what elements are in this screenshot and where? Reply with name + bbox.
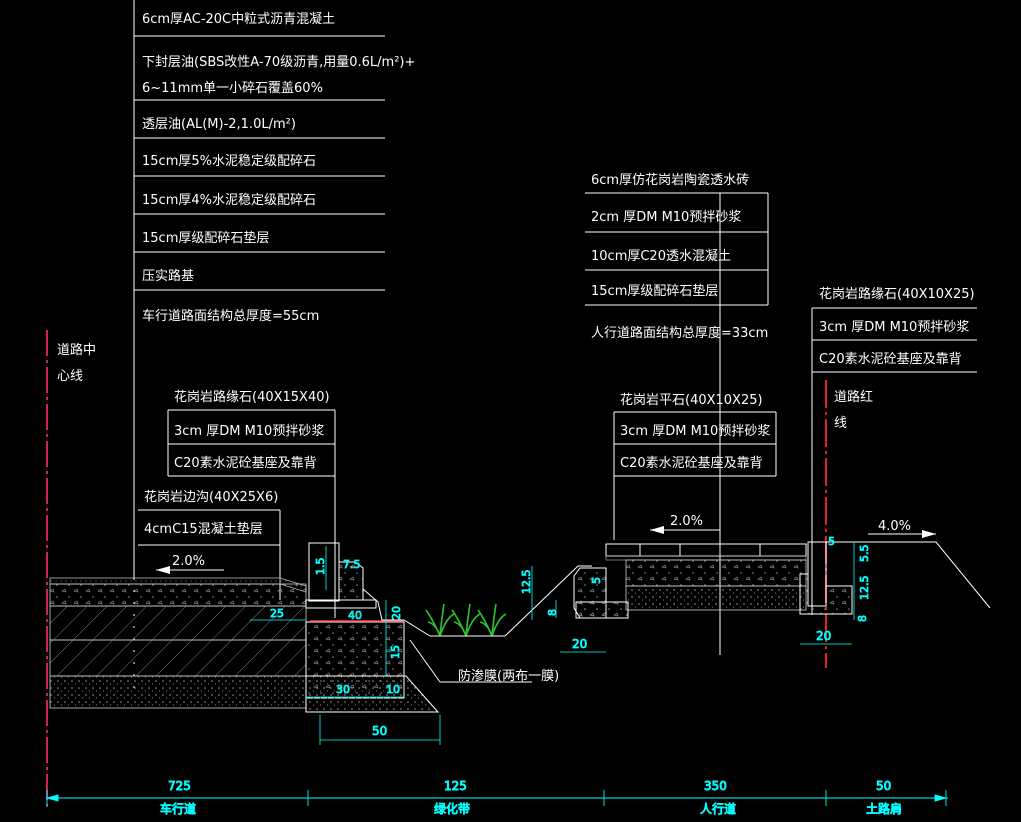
paver-1: 花岗岩平石(40X10X25) [620, 392, 763, 408]
asphalt-layer [49, 577, 281, 585]
permeable-brick [605, 543, 807, 557]
curb-backing [338, 561, 364, 601]
membrane-leader [409, 639, 441, 683]
gutter-2: 4cmC15混凝土垫层 [144, 521, 263, 537]
right-curb-2: 3cm 厚DM M10预拌砂浆 [819, 320, 969, 335]
plant-icon [477, 603, 507, 637]
road-pavement-section [49, 577, 307, 709]
dim-15v: 15 [389, 645, 402, 659]
center-line-label-2: 心线 [57, 369, 83, 384]
dim-50: 50 [372, 724, 387, 738]
slope-arrows: 2.0% 2.0% 4.0% [156, 514, 936, 574]
center-line-label-1: 道路中 [57, 342, 96, 358]
plant-icon [425, 603, 455, 637]
dim-40: 40 [348, 609, 362, 622]
sidewalk-layer-2: 2cm 厚DM M10预拌砂浆 [591, 210, 741, 225]
sidewalk-gravel [625, 585, 807, 611]
sidewalk-total-thickness: 人行道路面结构总厚度=33cm [591, 325, 768, 341]
paver-table: 花岗岩平石(40X10X25) 3cm 厚DM M10预拌砂浆 C20素水泥砼基… [613, 392, 777, 540]
arrow-head [922, 530, 936, 538]
main-curb-2: 3cm 厚DM M10预拌砂浆 [174, 424, 324, 439]
main-curb-1: 花岗岩路缘石(40X15X40) [174, 389, 330, 405]
green-belt-slope [504, 565, 592, 637]
mortar-layer [605, 555, 807, 561]
road-layer-3: 透层油(AL(M)-2,1.0L/m²) [142, 117, 296, 132]
curb-stone [308, 542, 340, 602]
width-greenbelt: 125 [444, 779, 467, 793]
width-sidewalk: 350 [704, 779, 727, 793]
overall-dimension-line: 725 125 350 50 车行道 绿化带 人行道 土路肩 [45, 779, 948, 816]
label-greenbelt: 绿化带 [434, 801, 470, 816]
right-curb-base [799, 573, 853, 615]
dim-7-5: 7.5 [343, 558, 361, 571]
dim-1-5: 1.5 [314, 558, 327, 576]
road-layer-6: 15cm厚级配碎石垫层 [142, 230, 269, 246]
sidewalk-slope-label: 2.0% [670, 514, 703, 529]
road-total-thickness: 车行道路面结构总厚度=55cm [142, 308, 319, 324]
road-layer-5: 15cm厚4%水泥稳定级配碎石 [142, 192, 316, 208]
ground-line [362, 588, 431, 637]
dim-5-5: 5.5 [858, 545, 871, 563]
dim-5b: 5 [828, 535, 835, 548]
plant-icon [451, 603, 481, 637]
red-line-label-2: 线 [834, 416, 847, 431]
main-curb-table: 花岗岩路缘石(40X15X40) 3cm 厚DM M10预拌砂浆 C20素水泥砼… [167, 389, 336, 618]
paver-base [575, 601, 629, 619]
road-layer-2a: 下封层油(SBS改性A-70级沥青,用量0.6L/m²)+ [142, 55, 415, 70]
compacted-subgrade [49, 675, 307, 709]
planting-strip [425, 603, 507, 637]
road-layer-table: 6cm厚AC-20C中粒式沥青混凝土 下封层油(SBS改性A-70级沥青,用量0… [133, 0, 415, 578]
membrane-label: 防渗膜(两布一膜) [458, 668, 559, 684]
road-layer-4: 15cm厚5%水泥稳定级配碎石 [142, 153, 316, 169]
sidewalk-layer-3: 10cm厚C20透水混凝土 [591, 248, 731, 264]
paver-2: 3cm 厚DM M10预拌砂浆 [620, 424, 770, 439]
trench-slope [305, 675, 440, 713]
width-carriageway: 725 [168, 779, 191, 793]
road-layer-2b: 6~11mm单一小碎石覆盖60% [142, 81, 323, 96]
road-layer-7: 压实路基 [142, 268, 194, 284]
arrow-head [650, 526, 664, 534]
gutter-table: 花岗岩边沟(40X25X6) 4cmC15混凝土垫层 [138, 489, 281, 600]
sidewalk-layer-table: 6cm厚仿花岗岩陶瓷透水砖 2cm 厚DM M10预拌砂浆 10cm厚C20透水… [585, 172, 769, 655]
dim-8b: 8 [856, 615, 869, 622]
dim-30: 30 [336, 683, 350, 696]
road-layer-1: 6cm厚AC-20C中粒式沥青混凝土 [142, 11, 335, 27]
main-curb-3: C20素水泥砼基座及靠背 [174, 456, 317, 471]
gravel-subbase [49, 639, 307, 677]
right-curb-3: C20素水泥砼基座及靠背 [819, 352, 962, 367]
dim-20b: 20 [816, 629, 831, 643]
label-shoulder: 土路肩 [866, 801, 902, 816]
dim-20a: 20 [572, 637, 587, 651]
sidewalk-section [573, 541, 991, 619]
paver-3: C20素水泥砼基座及靠背 [620, 456, 763, 471]
cement-base-4 [49, 605, 307, 641]
dim-20v: 20 [390, 606, 403, 620]
shoulder-ground [826, 541, 991, 609]
red-line-label-1: 道路红 [834, 389, 873, 405]
gutter-1: 花岗岩边沟(40X25X6) [144, 489, 278, 505]
right-curb-1: 花岗岩路缘石(40X10X25) [819, 286, 975, 302]
label-sidewalk: 人行道 [700, 802, 736, 816]
cement-base-5 [49, 583, 307, 607]
curb-detail: 防渗膜(两布一膜) [305, 542, 559, 713]
dim-10: 10 [386, 683, 400, 696]
dim-25: 25 [270, 607, 284, 620]
sidewalk-layer-4: 15cm厚级配碎石垫层 [591, 283, 718, 299]
right-curb-table: 花岗岩路缘石(40X10X25) 3cm 厚DM M10预拌砂浆 C20素水泥砼… [811, 286, 977, 615]
dim-8a: 8 [546, 609, 559, 616]
permeable-concrete [625, 559, 807, 587]
label-carriageway: 车行道 [160, 801, 196, 816]
shoulder-slope-label: 4.0% [878, 519, 911, 534]
sidewalk-layer-1: 6cm厚仿花岗岩陶瓷透水砖 [591, 172, 749, 188]
arrow-head [156, 566, 170, 574]
width-shoulder: 50 [876, 779, 891, 793]
right-curb-stone [807, 541, 827, 607]
dim-12-5a: 12.5 [520, 570, 533, 595]
dim-5a: 5 [590, 577, 603, 584]
detail-dimensions: 1.5 7.5 25 40 20 15 30 10 50 12.5 5 8 20… [250, 535, 871, 745]
road-slope-label: 2.0% [172, 554, 205, 569]
dim-12-5b: 12.5 [858, 576, 871, 601]
